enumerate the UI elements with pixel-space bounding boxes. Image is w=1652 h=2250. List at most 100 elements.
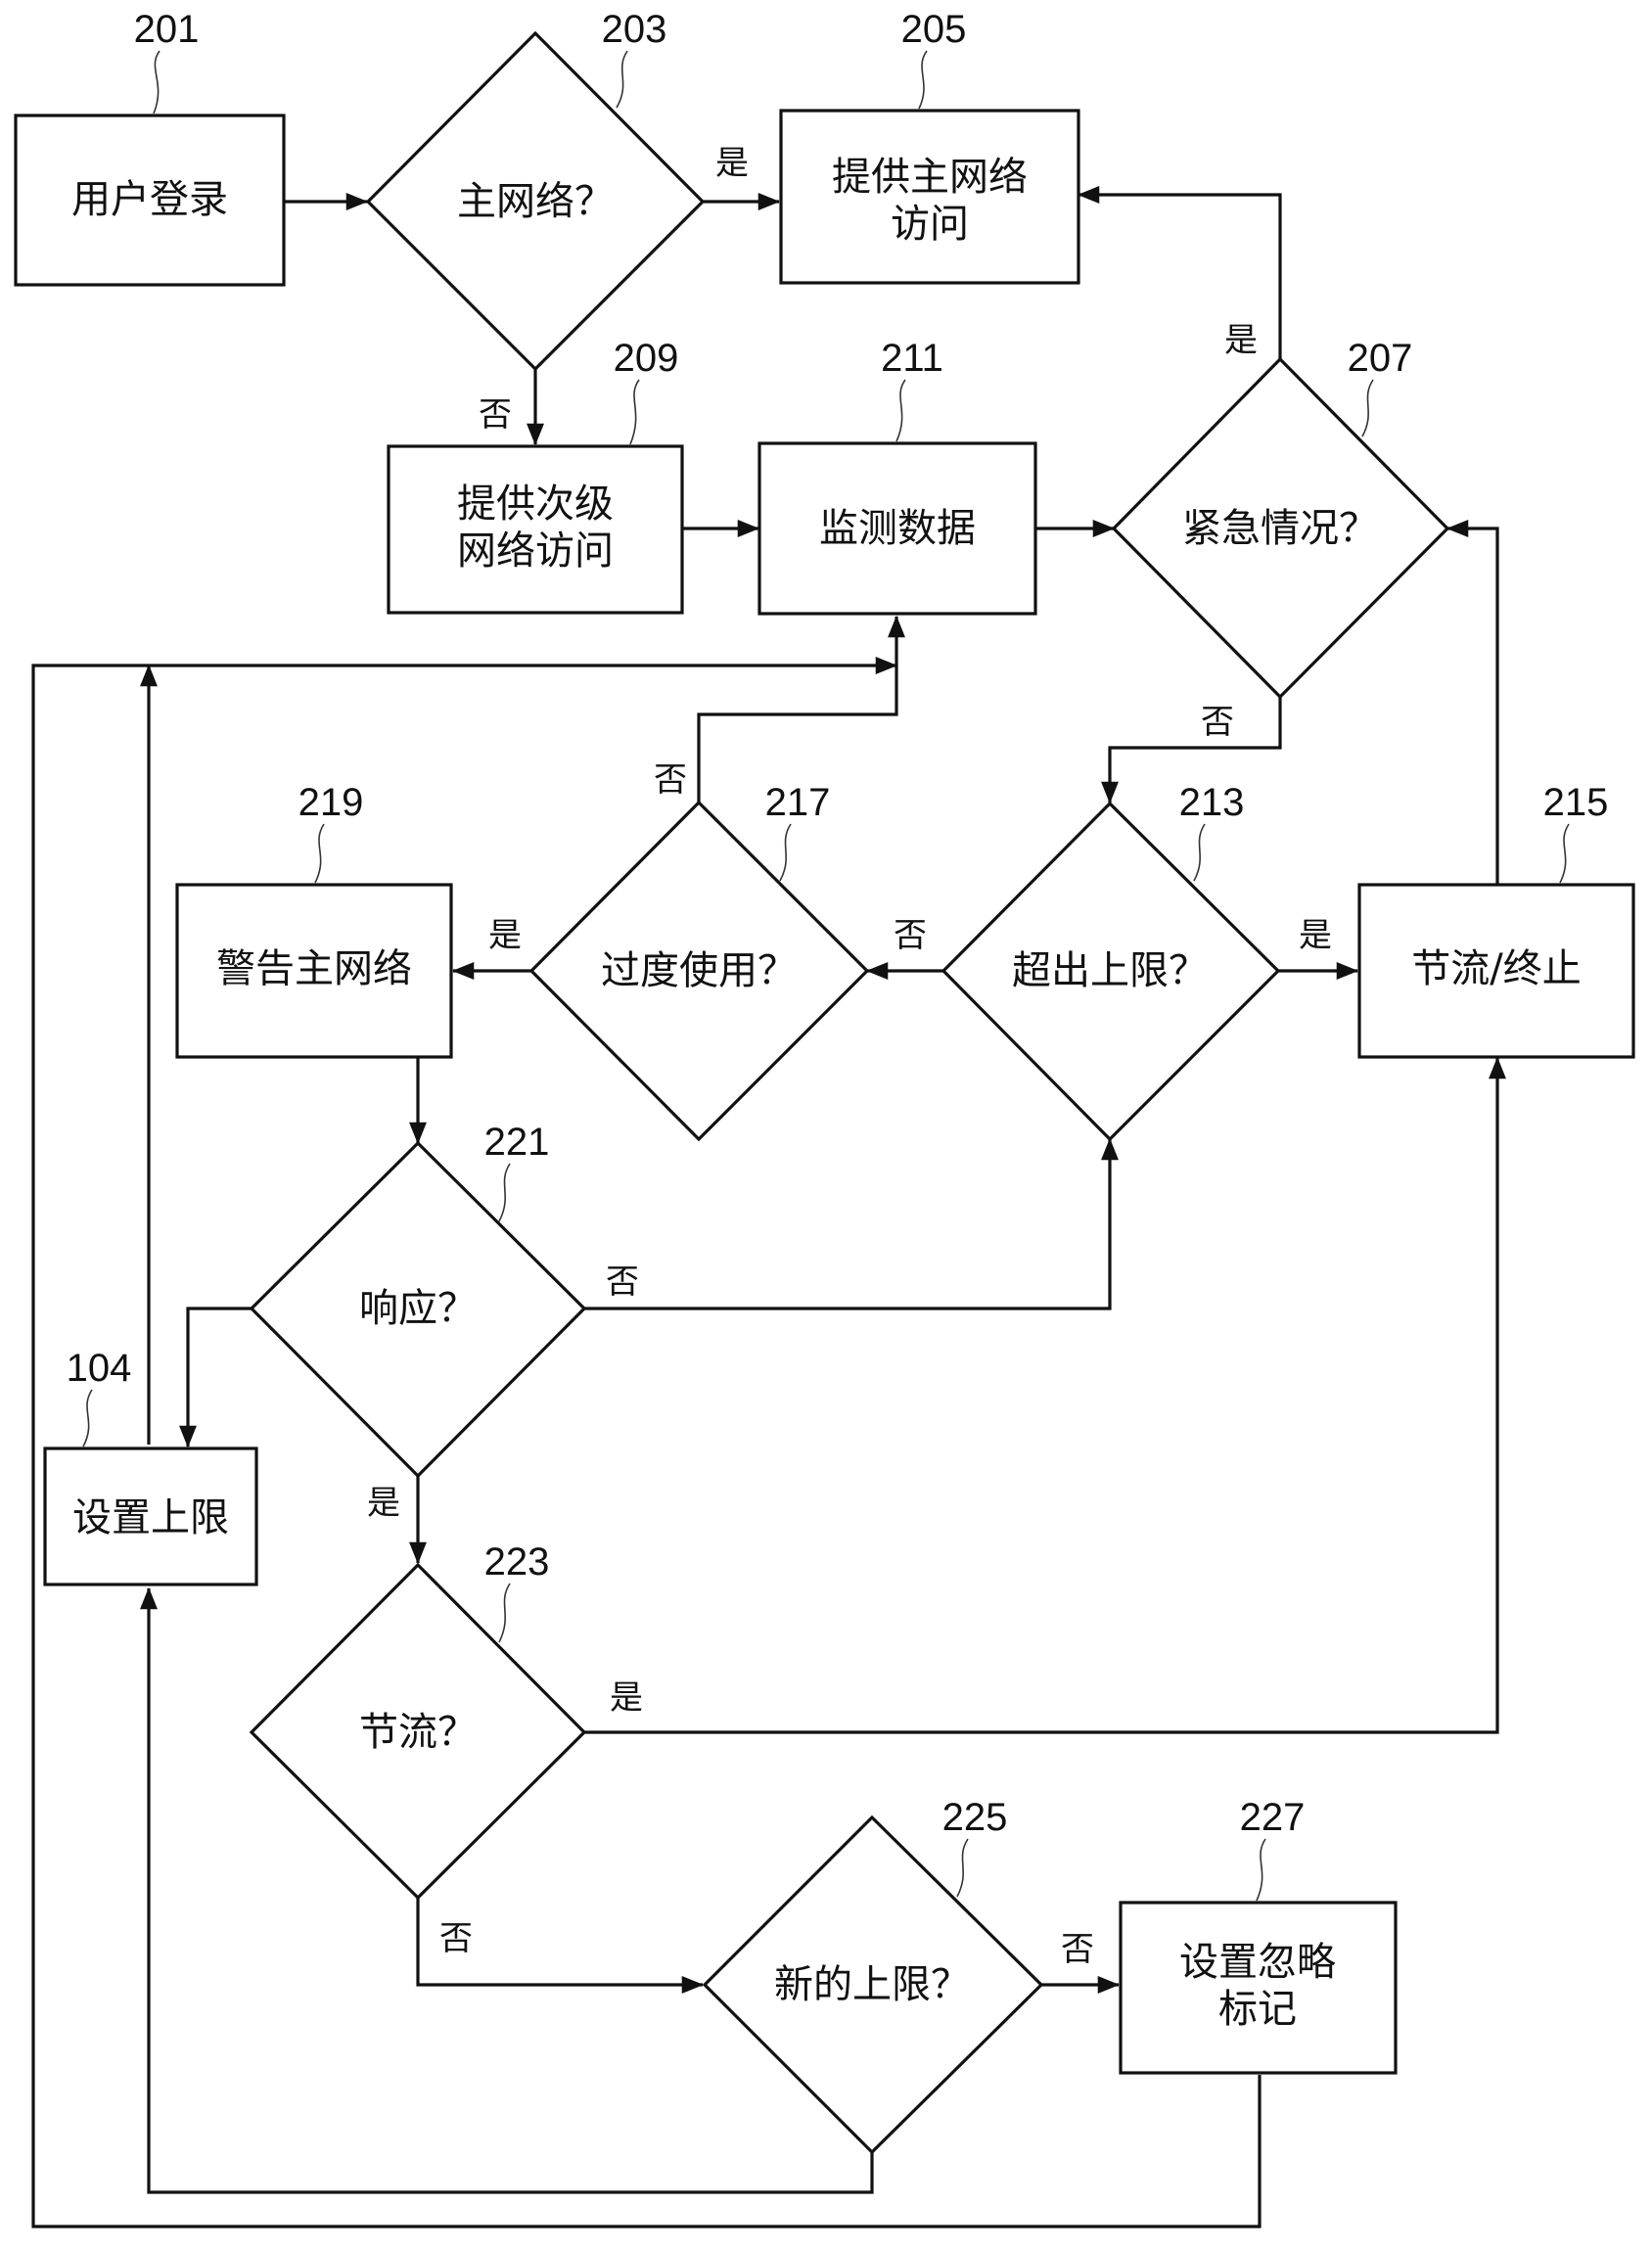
edge-207-205 (1077, 186, 1282, 359)
node-104-label: 设置上限 (72, 1495, 229, 1540)
node-213-diamond (941, 801, 1281, 1142)
node-227-label-line2: 标记 (1218, 1987, 1297, 2032)
node-209-box (387, 444, 684, 615)
ref-203-leader (616, 50, 628, 109)
node-104-box (43, 1446, 258, 1586)
edge-label-221-213: 否 (606, 1263, 639, 1302)
ref-223: 223 (484, 1540, 550, 1643)
node-207-label: 紧急情况？ (1182, 506, 1378, 551)
node-227-label-line1: 设置忽略 (1179, 1940, 1336, 1985)
node-209-label-line1: 提供次级 (457, 482, 614, 527)
edge-label-207-213: 否 (1201, 703, 1234, 742)
ref-203-numeral: 203 (602, 8, 667, 51)
ref-219: 219 (298, 781, 364, 884)
edge-label-213-215: 是 (1299, 916, 1332, 955)
ref-209-leader (629, 379, 640, 445)
node-213-label: 超出上限？ (1012, 948, 1208, 993)
node-205-label-line2: 访问 (891, 202, 969, 247)
edge-label-203-205: 是 (715, 144, 749, 183)
ref-227-numeral: 227 (1240, 1796, 1306, 1839)
edge-label-223-225: 否 (439, 1919, 473, 1958)
node-203: 主网络？ (365, 30, 706, 372)
edge-225-104 (140, 1586, 874, 2194)
ref-225-numeral: 225 (942, 1796, 1008, 1839)
node-217-label: 过度使用？ (601, 948, 797, 993)
ref-211-numeral: 211 (881, 337, 943, 380)
node-205-box (779, 109, 1080, 285)
node-201-label: 用户登录 (71, 177, 228, 222)
ref-205-numeral: 205 (901, 8, 967, 51)
ref-213: 213 (1179, 781, 1245, 882)
node-217: 过度使用？ (528, 800, 870, 1142)
edge-223-215 (584, 1056, 1506, 1734)
ref-211: 211 (881, 337, 943, 442)
node-201-box (14, 114, 286, 287)
ref-217: 217 (765, 781, 830, 882)
edge-215-207 (1446, 520, 1499, 885)
node-223-diamond (249, 1562, 587, 1901)
ref-209: 209 (614, 337, 678, 445)
ref-104-numeral: 104 (67, 1347, 132, 1390)
node-225: 新的上限？ (702, 1814, 1044, 2155)
ref-207-numeral: 207 (1348, 337, 1413, 380)
node-207-diamond (1111, 356, 1450, 700)
ref-215: 215 (1543, 781, 1609, 884)
node-223-label: 节流？ (359, 1710, 477, 1755)
node-209: 提供次级 网络访问 (387, 444, 684, 615)
node-227-box (1119, 1901, 1398, 2075)
edge-217-211 (697, 615, 905, 803)
node-205: 提供主网络 访问 (779, 109, 1080, 285)
node-211: 监测数据 (757, 441, 1037, 616)
edge-label-221-223: 是 (367, 1484, 400, 1523)
node-225-label: 新的上限？ (774, 1962, 970, 2007)
ref-201-numeral: 201 (134, 8, 200, 51)
ref-215-numeral: 215 (1543, 781, 1609, 824)
node-207: 紧急情况？ (1111, 356, 1450, 700)
node-215-box (1357, 883, 1635, 1059)
node-219: 警告主网络 (175, 883, 453, 1059)
ref-211-leader (895, 379, 906, 442)
ref-227-leader (1256, 1838, 1266, 1902)
node-203-diamond (365, 30, 706, 372)
node-221-diamond (249, 1140, 587, 1479)
ref-213-leader (1193, 823, 1206, 882)
ref-203: 203 (602, 8, 667, 109)
ref-219-leader (314, 823, 325, 884)
ref-223-numeral: 223 (484, 1540, 550, 1584)
ref-223-leader (498, 1583, 511, 1643)
node-209-label-line2: 网络访问 (457, 528, 614, 574)
ref-221-leader (498, 1163, 511, 1222)
node-215-label: 节流/终止 (1411, 946, 1581, 991)
edge-207-213 (1101, 697, 1282, 804)
ref-213-numeral: 213 (1179, 781, 1245, 824)
ref-104: 104 (67, 1347, 132, 1447)
edge-221-104 (179, 1307, 252, 1448)
ref-205-leader (918, 50, 928, 110)
node-215: 节流/终止 (1357, 883, 1635, 1059)
ref-225: 225 (942, 1796, 1008, 1898)
edge-label-207-205: 是 (1224, 321, 1258, 360)
ref-217-leader (779, 823, 792, 882)
edge-227-211 (31, 657, 1262, 2228)
node-219-label: 警告主网络 (216, 946, 412, 991)
edge-221-213 (584, 1137, 1119, 1310)
node-223: 节流？ (249, 1562, 587, 1901)
node-221-label: 响应？ (359, 1286, 477, 1331)
edge-label-217-211: 否 (654, 760, 687, 800)
node-225-diamond (702, 1814, 1044, 2155)
node-221: 响应？ (249, 1140, 587, 1479)
node-104: 设置上限 (43, 1446, 258, 1586)
edge-223-225 (416, 1898, 705, 1994)
node-205-label-line1: 提供主网络 (832, 155, 1028, 200)
ref-221: 221 (484, 1121, 550, 1222)
ref-225-leader (956, 1838, 969, 1898)
ref-219-numeral: 219 (298, 781, 364, 824)
node-201: 用户登录 (14, 114, 286, 287)
ref-215-leader (1559, 823, 1570, 884)
ref-201-leader (153, 50, 161, 115)
node-203-label: 主网络？ (457, 179, 614, 224)
node-211-label: 监测数据 (819, 506, 976, 551)
ref-221-numeral: 221 (484, 1121, 550, 1164)
ref-205: 205 (901, 8, 967, 110)
